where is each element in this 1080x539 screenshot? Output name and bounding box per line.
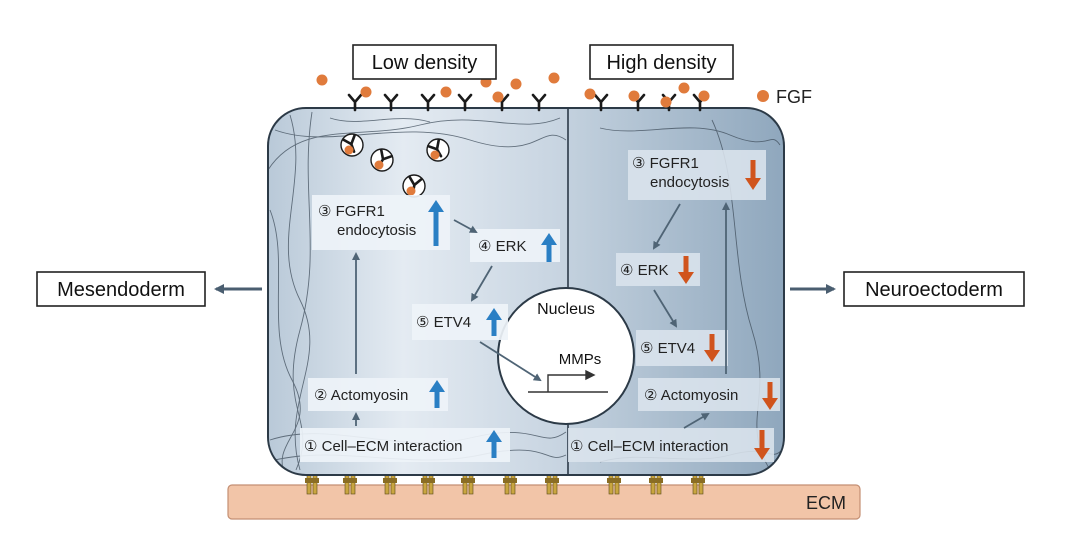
- nucleus-label: Nucleus: [537, 301, 595, 318]
- down-arrow-icon: [704, 334, 720, 362]
- fgf-legend-label: FGF: [776, 87, 812, 107]
- endocytic-vesicle-icon: [402, 174, 426, 198]
- fgf-ligand-icon: [440, 86, 452, 98]
- low-cell-ecm-label: ① Cell–ECM interaction: [304, 438, 463, 455]
- svg-text:Neuroectoderm: Neuroectoderm: [865, 279, 1003, 301]
- high-density-header: High density: [589, 44, 734, 80]
- fgf-ligand-icon: [757, 90, 769, 102]
- fgf-legend: FGF: [757, 87, 812, 107]
- high-actomyosin-label: ② Actomyosin: [644, 387, 738, 404]
- low-density-header: Low density: [352, 44, 497, 80]
- mesendoderm-fate: Mesendoderm: [36, 271, 262, 307]
- ecm-layer: ECM: [227, 484, 861, 520]
- high-density-down-arrows: [678, 160, 778, 460]
- high-etv4-label: ⑤ ETV4: [640, 340, 695, 357]
- fgf-ligand-icon: [492, 91, 504, 103]
- down-arrow-icon: [745, 160, 761, 190]
- fgfr1-receptor-icon: [457, 93, 473, 112]
- low-fgfr1-label: ③ FGFR1: [318, 203, 385, 220]
- fgf-ligand-icon: [678, 82, 690, 94]
- low-arrow-fgfr1-to-erk: [453, 219, 478, 233]
- low-density-up-arrows: [428, 200, 557, 458]
- low-arrow-etv4-to-mmps: [479, 341, 542, 382]
- high-fgfr1-label: ③ FGFR1: [632, 155, 699, 172]
- fgf-ligand-icon: [316, 74, 328, 86]
- up-arrow-icon: [486, 430, 502, 458]
- high-cell-ecm-label: ① Cell–ECM interaction: [570, 438, 729, 455]
- fgfr1-receptor-icon: [383, 93, 399, 112]
- up-arrow-icon: [486, 308, 502, 336]
- mmps-label: MMPs: [559, 351, 602, 368]
- low-endocytosis-label: endocytosis: [337, 222, 416, 239]
- high-endocytosis-label: endocytosis: [650, 174, 729, 191]
- endocytic-vesicle-icon: [426, 138, 450, 162]
- low-density-pathway: ③ FGFR1 endocytosis ④ ERK ⑤ ETV4 ② Actom…: [300, 195, 560, 462]
- svg-text:Mesendoderm: Mesendoderm: [57, 279, 185, 301]
- nucleus: Nucleus MMPs: [497, 287, 635, 425]
- svg-text:High density: High density: [606, 52, 716, 74]
- neuroectoderm-fate: Neuroectoderm: [790, 271, 1025, 307]
- up-arrow-icon: [541, 233, 557, 262]
- ecm-label: ECM: [806, 493, 846, 513]
- high-arrow-erk-to-etv4: [653, 289, 678, 328]
- down-arrow-icon: [754, 430, 770, 460]
- fgfr1-receptor-icon: [420, 93, 436, 112]
- down-arrow-icon: [762, 382, 778, 410]
- fgf-ligand-icon: [360, 86, 372, 98]
- low-arrow-erk-to-etv4: [470, 265, 493, 302]
- svg-text:Low density: Low density: [372, 52, 478, 74]
- fgf-ligand-icon: [548, 72, 560, 84]
- fgfr1-surface-receptors: [347, 93, 708, 112]
- low-erk-label: ④ ERK: [478, 238, 526, 255]
- down-arrow-icon: [678, 256, 694, 284]
- up-arrow-icon: [429, 380, 445, 408]
- fgf-ligand-icon: [584, 88, 596, 100]
- fgfr1-receptor-icon: [427, 138, 443, 158]
- up-arrow-icon: [428, 200, 444, 246]
- high-erk-label: ④ ERK: [620, 262, 668, 279]
- fgf-ligand-icon: [660, 96, 672, 108]
- endocytic-vesicles: [340, 133, 450, 198]
- fgf-ligand-icon: [628, 90, 640, 102]
- fgf-ligand-icon: [698, 90, 710, 102]
- fgfr1-receptor-icon: [347, 93, 363, 112]
- endocytic-vesicle-icon: [340, 133, 364, 157]
- mmps-gene-promoter: [528, 369, 608, 393]
- low-actomyosin-label: ② Actomyosin: [314, 387, 408, 404]
- integrin-group: [305, 463, 705, 495]
- high-arrow-fgfr1-to-erk: [652, 203, 681, 250]
- fgf-ligand-icon: [510, 78, 522, 90]
- high-arrow-ecm-to-actomyosin: [683, 412, 710, 429]
- low-etv4-label: ⑤ ETV4: [416, 314, 471, 331]
- high-density-pathway: ③ FGFR1 endocytosis ④ ERK ⑤ ETV4 ② Actom…: [568, 150, 780, 462]
- fgfr1-receptor-icon: [593, 93, 609, 112]
- endocytic-vesicle-icon: [370, 148, 394, 172]
- fgfr1-receptor-icon: [531, 93, 547, 112]
